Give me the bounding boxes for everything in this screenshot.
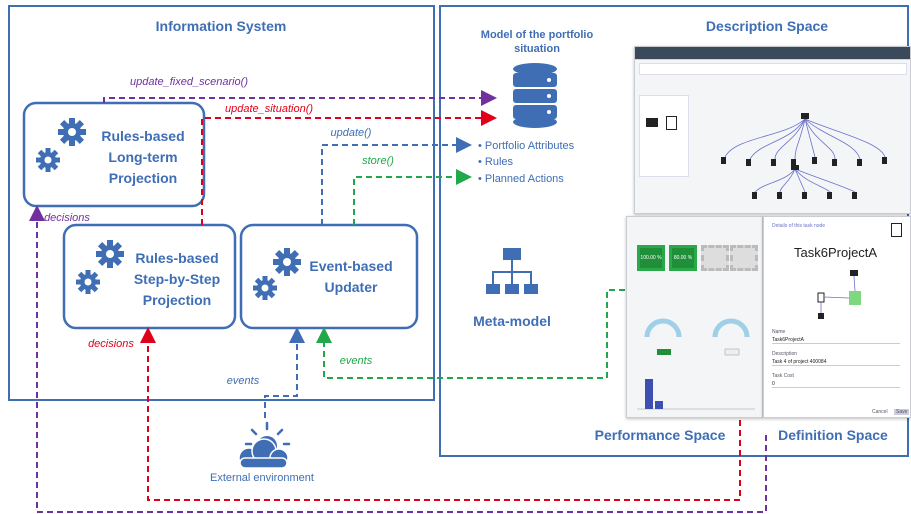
- gear-icon: [36, 118, 86, 172]
- details-header: Details of this task node: [772, 223, 826, 229]
- edge-update: [321, 137, 472, 225]
- screenshot-toolbar: [635, 47, 910, 60]
- meta-model-label: Meta-model: [473, 313, 551, 329]
- description-field-label: Description: [772, 351, 798, 357]
- description-field-value[interactable]: Task 4 of project 400084: [772, 359, 900, 366]
- kpi-green-1: 100.00 %: [637, 245, 665, 271]
- task-name-heading: Task6ProjectA: [794, 245, 878, 260]
- step-label-2: Step-by-Step: [134, 271, 220, 287]
- long-term-label-3: Projection: [109, 170, 177, 186]
- kpi-grey-2: [730, 245, 758, 271]
- label-update-fixed-scenario: update_fixed_scenario(): [130, 76, 248, 88]
- screenshot-filter-row: [639, 63, 907, 75]
- kpi-grey-1: [701, 245, 729, 271]
- label-events-green: events: [340, 355, 373, 367]
- information-system-box: [8, 5, 435, 401]
- label-decisions-red: decisions: [88, 338, 134, 350]
- label-events-blue: events: [227, 375, 260, 387]
- description-space-title: Description Space: [706, 18, 828, 34]
- edge-update-situation: [201, 110, 497, 225]
- name-field-value[interactable]: Task6ProjectA: [772, 337, 900, 344]
- long-term-label-1: Rules-based: [101, 128, 184, 144]
- weather-icon: [238, 421, 291, 469]
- gear-icon: [253, 248, 301, 300]
- definition-space-title: Definition Space: [778, 427, 888, 443]
- label-update-situation: update_situation(): [225, 103, 313, 115]
- folder-icon: [646, 118, 658, 127]
- definition-space-screenshot: Details of this task node Task6ProjectA …: [763, 216, 911, 418]
- hierarchy-icon: [486, 248, 538, 294]
- name-field-label: Name: [772, 329, 786, 335]
- screenshot-graph: [721, 113, 887, 199]
- screenshot-side-panel: [639, 95, 689, 177]
- cost-field-value[interactable]: 0: [772, 381, 900, 388]
- performance-space-screenshot: 100.00 % 80.00 %: [626, 216, 763, 418]
- task-mini-graph: [817, 270, 861, 319]
- model-bullet-2: • Rules: [478, 156, 514, 168]
- step-label-1: Rules-based: [135, 250, 218, 266]
- cost-field-label: Task Cost: [772, 373, 794, 379]
- model-bullet-1: • Portfolio Attributes: [478, 140, 575, 152]
- updater-label-2: Updater: [325, 279, 378, 295]
- external-environment-label: External environment: [210, 472, 314, 484]
- edge-store: [353, 169, 472, 225]
- model-bullet-3: • Planned Actions: [478, 173, 564, 185]
- gauge-charts: [644, 318, 750, 356]
- gear-icon: [76, 240, 124, 294]
- kpi-green-2: 80.00 %: [669, 245, 697, 271]
- edge-update-fixed-scenario: [103, 90, 497, 106]
- clipboard-icon: [891, 223, 902, 237]
- description-space-screenshot: [634, 46, 911, 214]
- label-decisions-purple: decisions: [44, 212, 90, 224]
- information-system-title: Information System: [156, 18, 287, 34]
- updater-label-1: Event-based: [309, 258, 392, 274]
- clipboard-icon: [666, 116, 677, 130]
- edge-events-blue: [264, 327, 305, 418]
- database-icon: [513, 63, 557, 128]
- model-title-line1: Model of the portfolio: [481, 29, 594, 41]
- edge-decisions-purple: [29, 205, 767, 513]
- label-update: update(): [331, 127, 372, 139]
- label-store: store(): [362, 155, 394, 167]
- save-button[interactable]: Save: [894, 409, 910, 415]
- cancel-button[interactable]: Cancel: [872, 409, 888, 415]
- model-title-line2: situation: [514, 43, 560, 55]
- bar-mini-chart: [637, 379, 755, 410]
- performance-space-title: Performance Space: [595, 427, 726, 443]
- step-label-3: Projection: [143, 292, 211, 308]
- long-term-label-2: Long-term: [108, 149, 177, 165]
